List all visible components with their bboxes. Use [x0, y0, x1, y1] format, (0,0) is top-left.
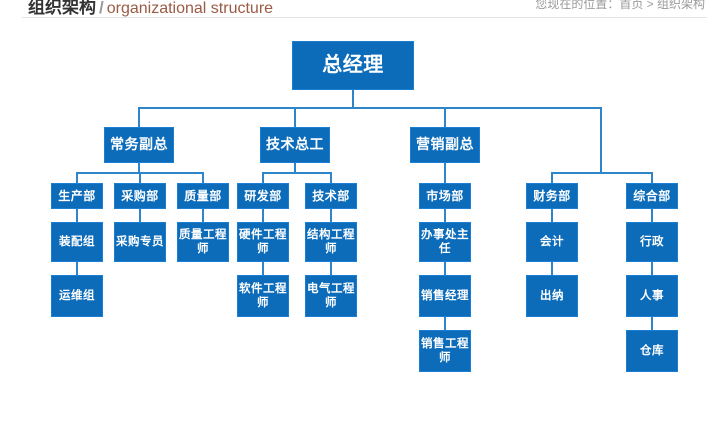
node-warehouse[interactable]: 仓库	[626, 330, 678, 372]
node-hardware-engineer[interactable]: 硬件工程师	[237, 222, 289, 262]
org-chart-canvas: 总经理 常务副总 技术总工 营销副总 生产部 采购部 质量部 研发部 技术部 市…	[0, 22, 707, 439]
node-finance-dept[interactable]: 财务部	[526, 183, 578, 209]
connector-qual-to-qeng	[202, 209, 204, 222]
connector-evp-to-prod	[76, 172, 78, 183]
node-chief-technical-engineer[interactable]: 技术总工	[260, 127, 330, 163]
node-market-dept[interactable]: 市场部	[419, 183, 471, 209]
connector-admin-to-hr	[651, 262, 653, 275]
connector-right-to-fin	[551, 172, 553, 183]
node-cashier[interactable]: 出纳	[526, 275, 578, 317]
node-office-director[interactable]: 办事处主任	[419, 222, 471, 262]
connector-right-to-gen	[651, 172, 653, 183]
node-general-affairs-dept[interactable]: 综合部	[626, 183, 678, 209]
connector-gm-down	[352, 90, 354, 107]
breadcrumb[interactable]: 您现在的位置：首页 > 组织架构	[535, 0, 705, 11]
connector-odir-to-smgr	[444, 262, 446, 275]
node-assembly-group[interactable]: 装配组	[51, 222, 103, 262]
node-sales-engineer[interactable]: 销售工程师	[419, 330, 471, 372]
node-rd-dept[interactable]: 研发部	[237, 183, 289, 209]
connector-rd-to-heng	[262, 209, 264, 222]
node-operations-group[interactable]: 运维组	[51, 275, 103, 317]
connector-cte-to-tech	[330, 172, 332, 183]
connector-purc-to-pspec	[139, 209, 141, 222]
header-divider	[22, 17, 707, 18]
connector-evp-down	[138, 163, 140, 172]
node-production-dept[interactable]: 生产部	[51, 183, 103, 209]
connector-bus-to-mvp	[444, 107, 446, 131]
node-sales-manager[interactable]: 销售经理	[419, 275, 471, 317]
connector-cte-bus	[262, 172, 330, 174]
connector-main-bus	[138, 107, 602, 109]
connector-bus-to-cte	[294, 107, 296, 131]
node-executive-vp[interactable]: 常务副总	[104, 127, 174, 163]
connector-fin-to-acct	[551, 209, 553, 222]
connector-mvp-to-mkt	[444, 163, 446, 183]
connector-right-group-bus	[551, 172, 652, 174]
connector-heng-to-sweng	[262, 262, 264, 275]
page-title: 组织架构/organizational structure	[28, 0, 273, 18]
connector-gen-to-admin	[651, 209, 653, 222]
node-technology-dept[interactable]: 技术部	[305, 183, 357, 209]
connector-evp-to-qual	[202, 172, 204, 183]
node-purchasing-specialist[interactable]: 采购专员	[114, 222, 166, 262]
connector-seng-to-eeng	[330, 262, 332, 275]
connector-cte-to-rd	[262, 172, 264, 183]
connector-smgr-to-sleng	[444, 317, 446, 330]
connector-mkt-to-odir	[444, 209, 446, 222]
node-electrical-engineer[interactable]: 电气工程师	[305, 275, 357, 317]
node-human-resources[interactable]: 人事	[626, 275, 678, 317]
node-purchasing-dept[interactable]: 采购部	[114, 183, 166, 209]
connector-bus-to-evp	[138, 107, 140, 131]
node-quality-dept[interactable]: 质量部	[177, 183, 229, 209]
node-accountant[interactable]: 会计	[526, 222, 578, 262]
page-title-cn: 组织架构	[28, 0, 96, 17]
node-quality-engineer[interactable]: 质量工程师	[177, 222, 229, 262]
connector-prod-to-asm	[76, 209, 78, 222]
connector-tech-to-seng	[330, 209, 332, 222]
connector-evp-to-purc	[139, 172, 141, 183]
connector-acct-to-cash	[551, 262, 553, 275]
page-title-separator: /	[99, 0, 104, 17]
connector-asm-to-ops	[76, 262, 78, 275]
node-general-manager[interactable]: 总经理	[292, 41, 414, 90]
connector-bus-to-right-group	[600, 107, 602, 172]
node-structural-engineer[interactable]: 结构工程师	[305, 222, 357, 262]
page-title-en: organizational structure	[106, 0, 274, 17]
page-header: 组织架构/organizational structure 您现在的位置：首页 …	[0, 0, 707, 22]
connector-cte-down	[294, 163, 296, 172]
connector-hr-to-wh	[651, 317, 653, 330]
node-marketing-vp[interactable]: 营销副总	[410, 127, 480, 163]
node-administration[interactable]: 行政	[626, 222, 678, 262]
node-software-engineer[interactable]: 软件工程师	[237, 275, 289, 317]
